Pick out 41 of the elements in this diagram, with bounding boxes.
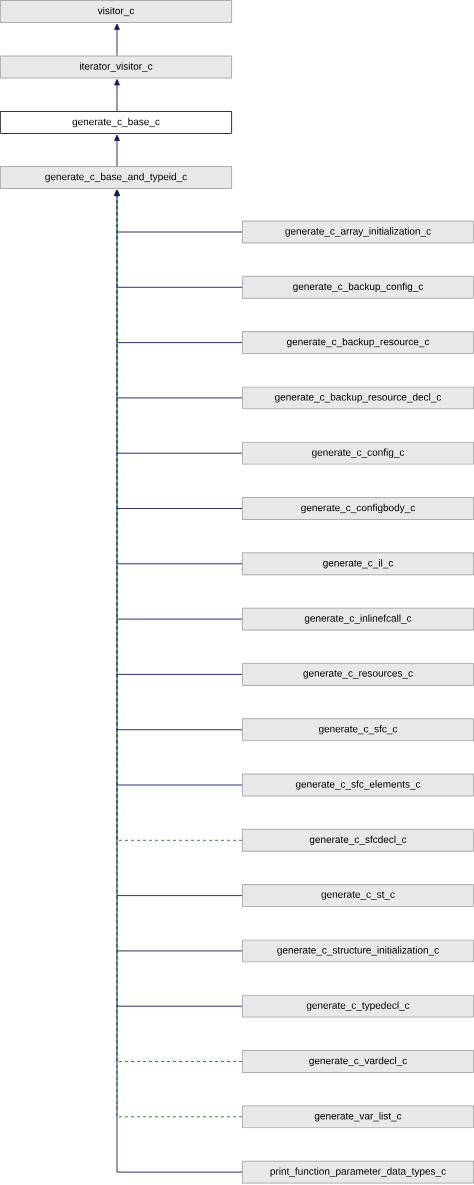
connector-line — [116, 1005, 243, 1007]
class-box: generate_c_backup_config_c — [242, 275, 474, 299]
connector-line — [116, 950, 243, 952]
connector-line — [116, 286, 243, 288]
connector-line — [116, 231, 243, 233]
class-box: generate_c_base_and_typeid_c — [0, 166, 232, 189]
class-box: generate_c_base_c — [0, 111, 232, 134]
connector-line — [116, 618, 243, 620]
connector-line — [116, 673, 243, 675]
connector-line — [116, 729, 243, 731]
inheritance-arrow — [114, 134, 120, 167]
connector-line — [116, 397, 243, 399]
class-box: generate_c_sfcdecl_c — [242, 828, 474, 852]
class-box: generate_c_configbody_c — [242, 497, 474, 520]
class-box: generate_c_il_c — [242, 552, 474, 576]
inheritance-arrow — [114, 23, 120, 57]
connector-line — [116, 342, 243, 344]
class-box: generate_c_inlinefcall_c — [242, 607, 474, 631]
class-box: generate_var_list_c — [242, 1105, 474, 1129]
inheritance-arrow — [114, 189, 120, 1173]
class-box: generate_c_typedecl_c — [242, 994, 474, 1018]
connector-line — [116, 784, 243, 786]
class-box: generate_c_sfc_elements_c — [242, 773, 474, 797]
class-box: generate_c_config_c — [242, 441, 474, 465]
class-box: generate_c_st_c — [242, 884, 474, 907]
class-box: generate_c_array_initialization_c — [242, 220, 474, 244]
class-box: generate_c_resources_c — [242, 663, 474, 686]
class-box: generate_c_backup_resource_decl_c — [242, 386, 474, 410]
class-box: iterator_visitor_c — [0, 55, 232, 79]
class-box: generate_c_sfc_c — [242, 718, 474, 742]
class-box: print_function_parameter_data_types_c — [242, 1160, 474, 1184]
connector-line — [116, 508, 243, 509]
class-box: generate_c_backup_resource_c — [242, 331, 474, 354]
inheritance-arrow — [114, 79, 120, 112]
connector-line — [116, 452, 243, 454]
connector-line — [116, 895, 243, 897]
connector-line — [116, 1171, 243, 1173]
class-box: visitor_c — [0, 0, 232, 23]
class-box: generate_c_vardecl_c — [242, 1050, 474, 1073]
class-box: generate_c_structure_initialization_c — [242, 939, 474, 963]
connector-line — [116, 563, 243, 565]
